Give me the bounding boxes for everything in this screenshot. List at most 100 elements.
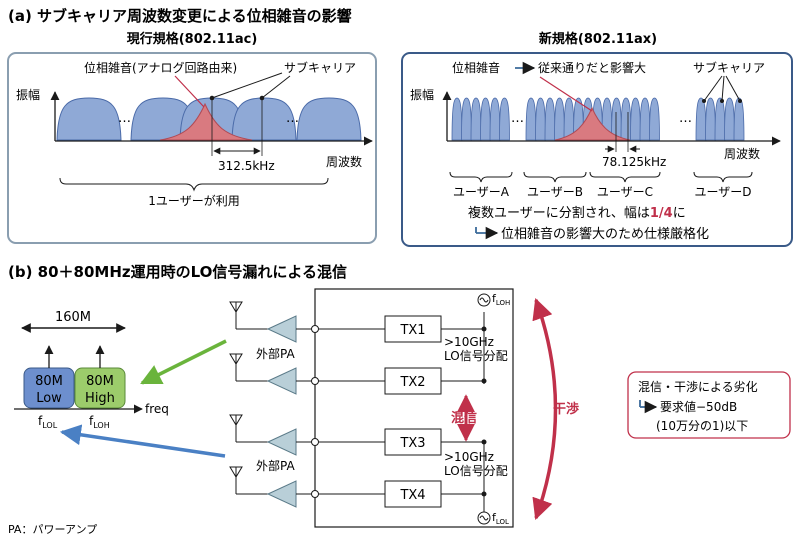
left-panel-heading: 現行規格(802.11ac) xyxy=(127,31,258,47)
thin-subcarrier xyxy=(649,97,660,141)
right-ellipsis-1: … xyxy=(511,111,524,126)
tx-box xyxy=(384,367,442,395)
right-phase-noise-pointer xyxy=(539,76,593,112)
left-panel: 現行規格(802.11ac) 振幅 … … 位相雑音(アナログ回路由来) サブキ… xyxy=(7,31,377,244)
port-node xyxy=(311,438,319,446)
thin-subcarrier xyxy=(535,97,546,141)
band-high-line1: 80M xyxy=(86,374,114,389)
left-ellipsis-2: … xyxy=(286,111,299,126)
power-amplifier xyxy=(266,315,297,343)
degradation-callout: 混信・干渉による劣化 要求値−50dB (10万分の1)以下 xyxy=(627,371,791,439)
thin-subcarrier xyxy=(470,97,482,141)
right-panel-heading: 新規格(802.11ax) xyxy=(539,31,657,47)
thin-subcarrier xyxy=(525,97,537,141)
tx-box xyxy=(384,315,442,343)
lo-leak-green-arrow xyxy=(140,339,227,385)
port-node xyxy=(311,377,319,385)
tx-label: TX4 xyxy=(399,488,425,503)
thin-subcarrier xyxy=(499,97,510,141)
user-b-label: ユーザーB xyxy=(527,185,583,199)
port-node xyxy=(311,325,319,333)
band-high-line2: High xyxy=(85,391,115,406)
right-y-label: 振幅 xyxy=(410,87,434,102)
degradation-line2: 要求値−50dB xyxy=(660,399,737,414)
thin-subcarrier xyxy=(714,97,726,141)
right-subcarrier-dot-3 xyxy=(738,99,742,103)
right-phase-noise-note: 従来通りだと影響大 xyxy=(538,60,646,75)
thin-subcarrier xyxy=(554,97,565,141)
crosstalk-label: 混信 xyxy=(451,410,477,426)
freq-label: freq xyxy=(145,402,169,416)
right-subcarrier-dot-1 xyxy=(702,99,706,103)
note-line1-c: に xyxy=(673,206,686,221)
flol-source-label: fLOL xyxy=(492,511,509,526)
user-c-brace xyxy=(589,171,661,183)
lo-dist-bottom-1: >10GHz xyxy=(444,450,494,464)
flol-src-sub: LOL xyxy=(496,518,509,526)
bandwidth-label: 160M xyxy=(55,310,91,325)
right-subcarrier-pointer-2 xyxy=(721,75,725,102)
lo-leak-blue-arrow xyxy=(59,424,226,458)
left-panel-frame xyxy=(7,52,377,244)
power-amplifier xyxy=(266,480,297,508)
thin-subcarrier xyxy=(630,97,641,141)
degradation-line1: 混信・干渉による劣化 xyxy=(638,379,758,394)
thin-subcarrier xyxy=(480,97,491,141)
floh-sub: LOH xyxy=(93,421,109,430)
user-d-brace xyxy=(693,171,753,183)
right-panel-frame xyxy=(401,52,793,247)
left-user-brace xyxy=(59,177,329,192)
user-d-label: ユーザーD xyxy=(694,185,751,199)
power-amplifier xyxy=(266,428,297,456)
thin-subcarrier xyxy=(639,97,651,141)
user-a-label: ユーザーA xyxy=(453,185,510,199)
footnote: PA：パワーアンプ xyxy=(8,523,97,536)
tx-chain-3: TX3 xyxy=(229,414,487,456)
tx-box xyxy=(384,428,442,456)
note-line1-b: 1/4 xyxy=(650,206,673,221)
thin-subcarrier xyxy=(461,97,472,141)
left-phase-noise-pointer xyxy=(174,75,205,108)
degradation-box xyxy=(627,371,791,439)
flol-sub: LOL xyxy=(42,421,57,430)
user-c-label: ユーザーC xyxy=(597,185,653,199)
user-a-brace xyxy=(449,171,513,183)
thin-subcarrier xyxy=(620,97,632,141)
lo-dist-top-1: >10GHz xyxy=(444,335,494,349)
tx-label: TX2 xyxy=(399,375,425,390)
pa-label-top: 外部PA xyxy=(256,346,295,361)
band-low-line1: 80M xyxy=(35,374,63,389)
thin-subcarrier xyxy=(544,97,556,141)
user-b-brace xyxy=(523,171,587,183)
port-node xyxy=(311,490,319,498)
left-subcarrier-pointer-1 xyxy=(211,72,283,99)
right-subcarrier-label: サブキャリア xyxy=(693,60,765,75)
right-subcarrier-dot-2 xyxy=(720,99,724,103)
left-subcarrier-label: サブキャリア xyxy=(284,60,356,75)
section-a-title: (a) サブキャリア周波数変更による位相雑音の影響 xyxy=(8,7,352,25)
power-amplifier xyxy=(266,367,297,395)
left-x-label: 周波数 xyxy=(326,154,362,169)
thin-subcarrier xyxy=(489,97,501,141)
subcarrier-hump-1 xyxy=(56,97,122,141)
tx-label: TX1 xyxy=(399,323,425,338)
interference-label: 干渉 xyxy=(553,401,579,417)
left-phase-noise-label: 位相雑音(アナログ回路由来) xyxy=(84,60,237,75)
left-y-label: 振幅 xyxy=(16,87,40,102)
floh-src-sub: LOH xyxy=(496,299,510,307)
band-low-line2: Low xyxy=(36,391,62,406)
right-note-line1: 複数ユーザーに分割され、幅は1/4に xyxy=(468,205,686,221)
left-user-label: 1ユーザーが利用 xyxy=(148,193,239,208)
right-ellipsis-2: … xyxy=(679,111,692,126)
degradation-line3: (10万分の1)以下 xyxy=(656,419,748,433)
interference-arc xyxy=(532,298,558,520)
tx-box xyxy=(384,480,442,508)
band-spectrum: 160M 80M Low 80M High freq fLOL fLOH xyxy=(14,310,169,430)
thin-subcarrier xyxy=(695,97,707,141)
left-subcarrier-pointer-2 xyxy=(261,75,291,99)
lo-dist-bottom-2: LO信号分配 xyxy=(444,464,508,478)
right-x-label: 周波数 xyxy=(724,146,760,161)
